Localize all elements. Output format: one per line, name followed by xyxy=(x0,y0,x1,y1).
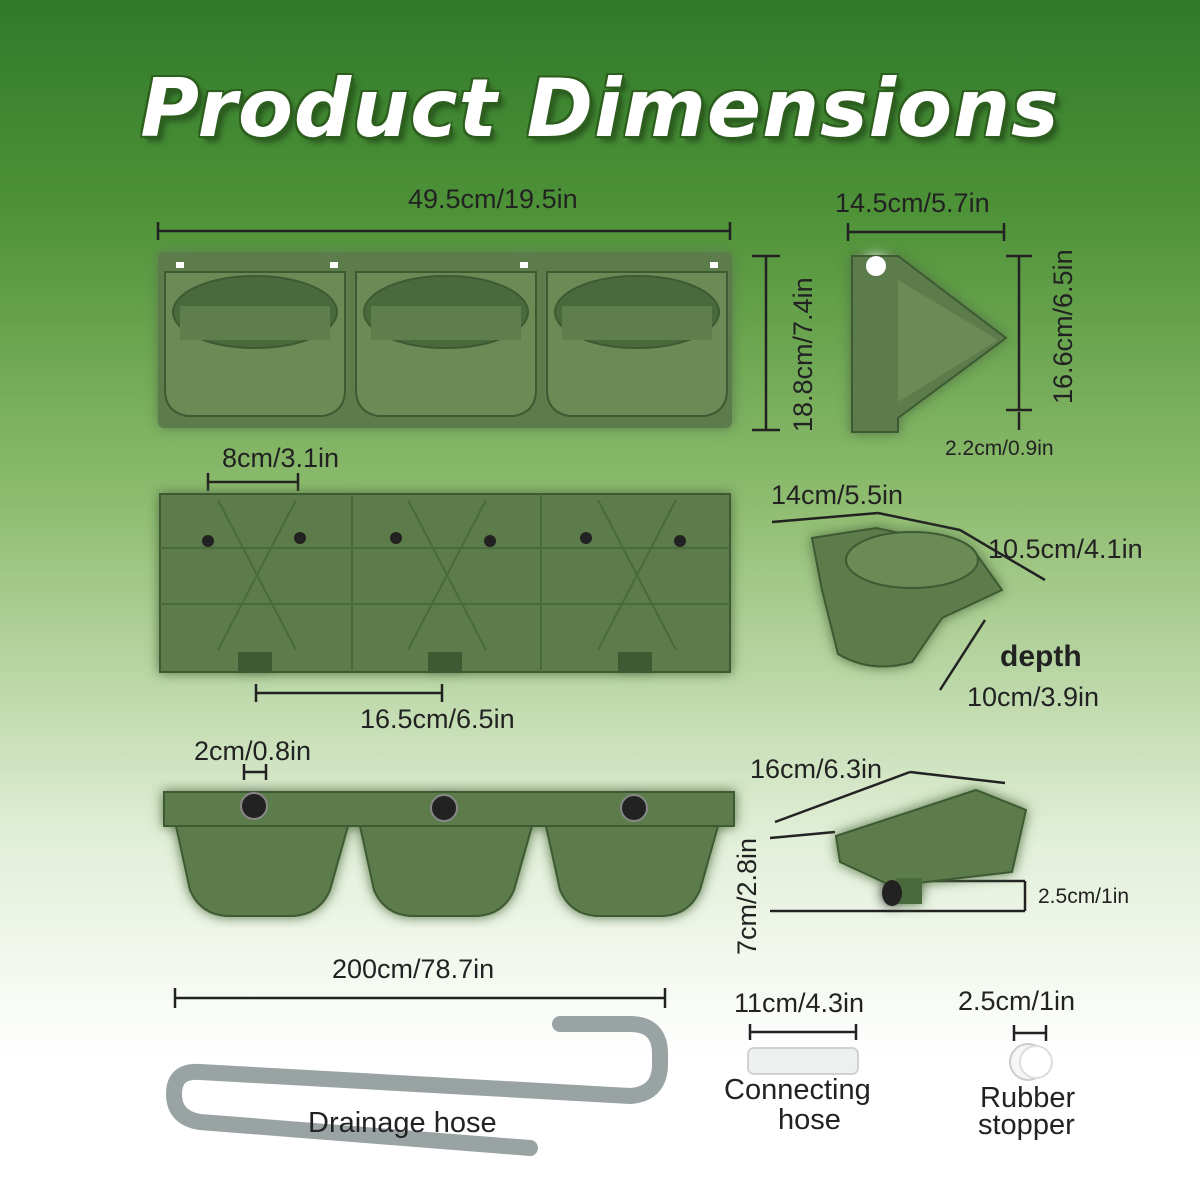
overall-width-label: 49.5cm/19.5in xyxy=(408,184,578,214)
front-height-label: 18.8cm/7.4in xyxy=(788,277,818,432)
dimension-lines xyxy=(156,222,1048,1041)
front-view-planter xyxy=(158,252,732,428)
side-depth-label: 14.5cm/5.7in xyxy=(835,188,990,218)
drainage-tray xyxy=(834,788,1028,906)
drainage-hose-illustration xyxy=(165,1016,668,1156)
connecting-hose-caption-line1: Connecting xyxy=(724,1074,871,1106)
pot-depth-word: depth xyxy=(1000,640,1082,673)
pot-top-label: 14cm/5.5in xyxy=(771,480,904,510)
hole-size-label: 2cm/0.8in xyxy=(194,736,312,766)
outlet-size-label: 2.5cm/1in xyxy=(1038,885,1130,908)
pot-depth-label: 10cm/3.9in xyxy=(967,682,1100,712)
hose-length-label: 200cm/78.7in xyxy=(332,954,495,984)
connecting-hose-illustration xyxy=(747,1047,859,1075)
rubber-stopper-caption-line1: Rubber xyxy=(980,1082,1076,1114)
back-view-planter xyxy=(159,493,731,673)
page-title: Product Dimensions xyxy=(140,62,1060,155)
rubber-stopper-caption-line2: stopper xyxy=(978,1109,1075,1141)
side-view-planter xyxy=(851,255,1008,433)
back-segment-label: 8cm/3.1in xyxy=(222,443,340,473)
side-height-label: 16.6cm/6.5in xyxy=(1048,249,1078,404)
connecting-hose-caption-line2: hose xyxy=(778,1104,841,1136)
tray-length-label: 16cm/6.3in xyxy=(750,754,883,784)
top-view-planter xyxy=(163,791,735,917)
side-base-label: 2.2cm/0.9in xyxy=(945,437,1054,460)
pot-spacing-label: 16.5cm/6.5in xyxy=(360,704,515,734)
rubber-stopper-illustration xyxy=(1009,1043,1053,1081)
connector-length-label: 11cm/4.3in xyxy=(734,988,865,1018)
single-pot xyxy=(810,526,1004,668)
tray-height-label: 7cm/2.8in xyxy=(732,837,762,955)
stopper-size-label: 2.5cm/1in xyxy=(958,986,1076,1016)
drainage-hose-caption: Drainage hose xyxy=(308,1107,497,1139)
pot-width-label: 10.5cm/4.1in xyxy=(988,534,1143,564)
